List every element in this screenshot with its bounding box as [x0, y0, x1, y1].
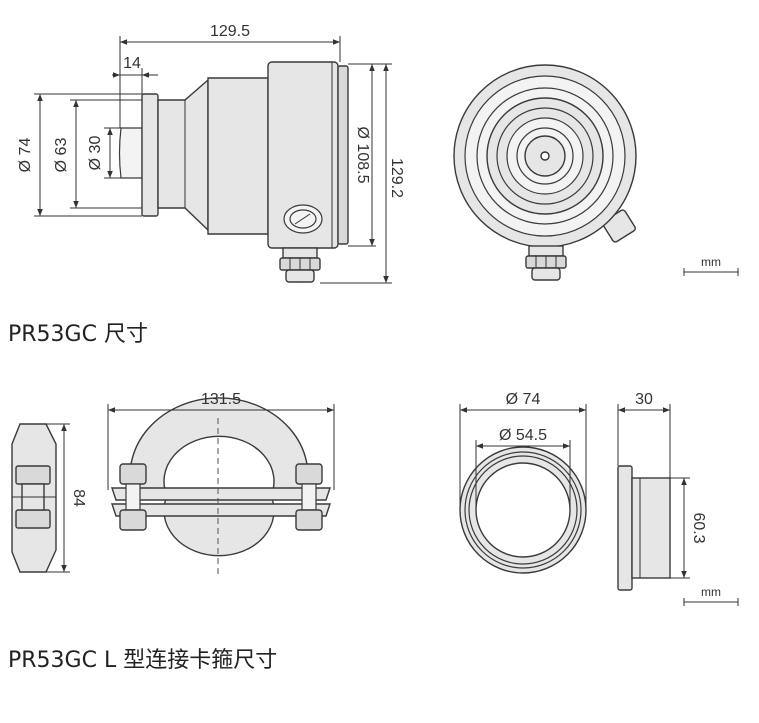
ring-side-dimensions — [617, 404, 690, 579]
dim-clamp-width: 131.5 — [201, 391, 241, 408]
clamp-front-dimension — [107, 404, 335, 490]
clamp-front-view — [111, 397, 331, 578]
dim-d30: Ø 30 — [87, 136, 104, 171]
dim-height: 129.2 — [388, 158, 405, 198]
dim-d63: Ø 63 — [53, 138, 70, 173]
unit-label-1: mm — [701, 255, 721, 269]
sensor-side-view — [118, 61, 349, 283]
section2-caption: PR53GC L 型连接卡箍尺寸 — [8, 648, 278, 673]
clamp-side-dimension — [46, 423, 70, 573]
unit-label-2: mm — [701, 585, 721, 599]
ring-front-dimensions — [459, 404, 587, 508]
dim-ring-outer: Ø 74 — [506, 391, 541, 408]
unit-marker-1 — [683, 268, 739, 276]
dim-ring-height: 60.3 — [690, 512, 707, 543]
ring-front-view — [459, 446, 587, 574]
dim-ring-depth: 30 — [635, 391, 653, 408]
unit-marker-2 — [683, 598, 739, 606]
sensor-front-view — [453, 64, 637, 281]
dim-total-length: 129.5 — [210, 23, 250, 40]
section1-dimension-lines — [34, 36, 392, 284]
dim-flange-thickness: 14 — [123, 55, 141, 72]
dim-d108: Ø 108.5 — [354, 127, 371, 184]
dim-ring-inner: Ø 54.5 — [499, 427, 547, 444]
clamp-side-view — [11, 423, 57, 573]
ring-side-view — [617, 465, 671, 591]
dim-clamp-thickness: 84 — [70, 489, 87, 507]
dim-d74: Ø 74 — [17, 138, 34, 173]
section1-caption: PR53GC 尺寸 — [8, 322, 148, 347]
